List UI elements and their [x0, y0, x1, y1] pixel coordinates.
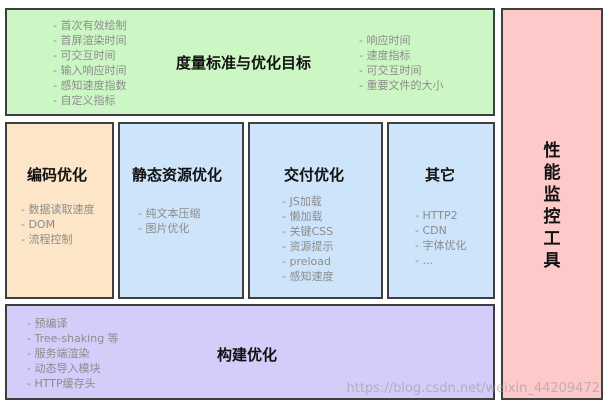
list-item: - preload: [282, 255, 332, 268]
list-item: - 预编译: [27, 317, 68, 330]
performance-monitoring-box: 性 能 监 控 工 具: [501, 8, 603, 400]
list-item: - HTTP缓存头: [27, 377, 96, 390]
list-item: - 服务端渲染: [27, 347, 90, 360]
list-item: - 懒加载: [282, 210, 323, 223]
list-item: - Tree-shaking 等: [27, 332, 119, 345]
code-optimization-list: - 数据读取速度 - DOM - 流程控制: [21, 202, 94, 247]
metrics-goals-title: 度量标准与优化目标: [176, 54, 312, 72]
list-item: - CDN: [415, 224, 447, 237]
title-char: 具: [543, 251, 561, 271]
performance-monitoring-title: 性 能 监 控 工 具: [503, 140, 601, 272]
metrics-right-list: - 响应时间 - 速度指标 - 可交互时间 - 重要文件的大小: [359, 33, 443, 93]
list-item: - DOM: [21, 218, 56, 231]
watermark: https://blog.csdn.net/weixin_44209472: [346, 381, 600, 396]
list-item: - JS加载: [282, 195, 322, 208]
list-item: - 输入响应时间: [53, 64, 127, 77]
list-item: - 首屏渲染时间: [53, 34, 127, 47]
other-optimization-box: 其它 - HTTP2 - CDN - 字体优化 - ...: [387, 122, 495, 299]
list-item: - 速度指标: [359, 49, 411, 62]
list-item: - 首次有效绘制: [53, 19, 127, 32]
code-optimization-box: 编码优化 - 数据读取速度 - DOM - 流程控制: [5, 122, 114, 299]
title-char: 工: [543, 229, 561, 249]
metrics-left-list: - 首次有效绘制 - 首屏渲染时间 - 可交互时间 - 输入响应时间 - 感知速…: [53, 18, 126, 108]
list-item: - 感知速度指数: [53, 79, 127, 92]
list-item: - 响应时间: [359, 34, 411, 47]
list-item: - 可交互时间: [359, 64, 422, 77]
static-resource-optimization-list: - 纯文本压缩 - 图片优化: [138, 206, 200, 236]
title-char: 性: [543, 141, 561, 161]
list-item: - 流程控制: [21, 233, 73, 246]
code-optimization-title: 编码优化: [27, 166, 88, 184]
build-optimization-box: - 预编译 - Tree-shaking 等 - 服务端渲染 - 动态导入模块 …: [5, 304, 495, 400]
other-optimization-title: 其它: [425, 166, 456, 184]
other-optimization-list: - HTTP2 - CDN - 字体优化 - ...: [415, 208, 466, 268]
list-item: - 重要文件的大小: [359, 79, 444, 92]
build-optimization-list: - 预编译 - Tree-shaking 等 - 服务端渲染 - 动态导入模块 …: [27, 316, 119, 391]
delivery-optimization-box: 交付优化 - JS加载 - 懒加载 - 关键CSS - 资源提示 - prelo…: [248, 122, 383, 299]
list-item: - ...: [415, 254, 433, 267]
list-item: - 可交互时间: [53, 49, 116, 62]
list-item: - 感知速度: [282, 270, 334, 283]
list-item: - 数据读取速度: [21, 203, 95, 216]
list-item: - 图片优化: [138, 222, 190, 235]
build-optimization-title: 构建优化: [217, 346, 278, 364]
static-resource-optimization-title: 静态资源优化: [132, 166, 223, 184]
list-item: - 关键CSS: [282, 225, 334, 238]
list-item: - 动态导入模块: [27, 362, 101, 375]
title-char: 监: [543, 185, 561, 205]
title-char: 控: [543, 207, 561, 227]
delivery-optimization-title: 交付优化: [284, 166, 345, 184]
title-char: 能: [543, 163, 561, 183]
list-item: - 纯文本压缩: [138, 207, 201, 220]
list-item: - HTTP2: [415, 209, 458, 222]
static-resource-optimization-box: 静态资源优化 - 纯文本压缩 - 图片优化: [118, 122, 244, 299]
list-item: - 字体优化: [415, 239, 467, 252]
list-item: - 资源提示: [282, 240, 334, 253]
delivery-optimization-list: - JS加载 - 懒加载 - 关键CSS - 资源提示 - preload - …: [282, 194, 333, 284]
list-item: - 自定义指标: [53, 94, 116, 107]
metrics-goals-box: - 首次有效绘制 - 首屏渲染时间 - 可交互时间 - 输入响应时间 - 感知速…: [5, 8, 495, 116]
